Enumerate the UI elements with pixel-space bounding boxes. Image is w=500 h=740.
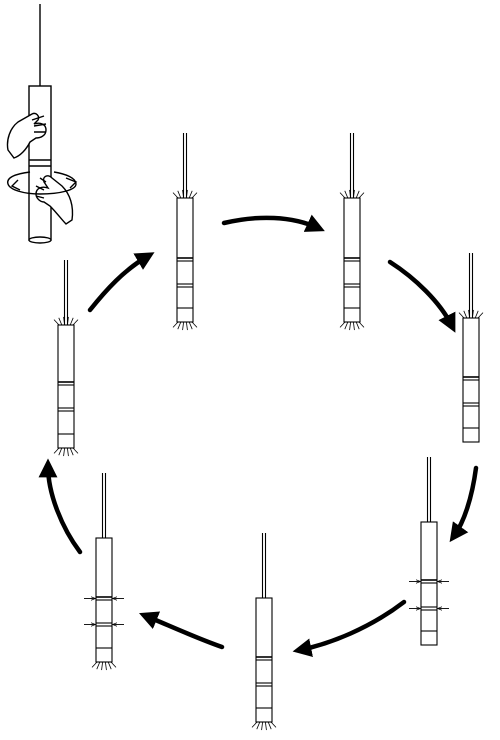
light-ray [186,321,188,331]
cycle-arrow-icon [38,458,83,555]
light-ray [172,321,179,328]
light-ray [110,661,117,668]
cycle-arrows [38,214,479,658]
light-ray [191,321,198,328]
light-ray [53,319,60,326]
rotate-arrow-icon [7,171,78,195]
light-ray [251,721,258,728]
light-ray [477,312,484,319]
lamp-4 [409,457,449,646]
cycle-arrow-icon [449,465,479,543]
light-ray [256,721,261,730]
light-ray [177,321,182,330]
light-ray [267,721,272,730]
light-ray [339,192,346,199]
light-ray [468,309,470,319]
hand-icon [35,175,74,225]
cycle-arrow-icon [387,259,456,333]
light-ray [63,316,65,326]
cycle-arrow-icon [292,599,407,658]
light-ray [355,321,360,330]
lamp-tube [57,324,75,449]
light-ray [182,189,184,199]
lamp-5 [251,533,277,731]
lamp-tube [343,197,361,323]
pendant-with-hands [6,4,78,244]
lamp-3 [458,253,484,443]
light-ray [188,321,193,330]
light-ray [91,661,98,668]
light-ray [105,661,107,671]
lamp-1 [172,133,198,331]
light-ray [186,189,188,199]
light-ray [265,721,267,731]
light-ray [261,721,263,731]
light-ray [270,721,277,728]
lamp-tube [176,197,194,323]
light-ray [53,447,60,454]
light-ray [58,447,63,456]
lamp-6 [84,473,124,671]
light-ray [69,317,74,326]
light-ray [58,317,63,326]
lamp-7 [53,260,79,457]
light-ray [182,321,184,331]
light-ray [101,661,103,671]
cycle-arrow-icon [87,252,155,313]
light-ray [353,189,355,199]
light-ray [349,321,351,331]
pendant-tube [28,85,52,241]
light-ray [358,321,365,328]
light-ray [472,309,474,319]
light-ray [339,321,346,328]
light-ray [474,310,479,319]
light-ray [191,192,198,199]
lamp-2 [339,133,365,331]
light-ray [458,312,465,319]
light-ray [63,447,65,457]
light-ray [107,661,112,670]
light-ray [96,661,101,670]
light-ray [188,190,193,199]
hand-icon [6,112,47,159]
light-ray [344,321,349,330]
cycle-arrow-icon [221,214,325,232]
light-ray [344,190,349,199]
light-ray [67,316,69,326]
light-ray [72,319,79,326]
light-ray [349,189,351,199]
lamp-states [53,133,484,731]
light-ray [358,192,365,199]
light-ray [172,192,179,199]
light-ray [463,310,468,319]
light-ray [72,447,79,454]
light-ray [177,190,182,199]
tube-bottom [28,236,52,244]
cycle-arrow-icon [139,611,225,650]
light-ray [67,447,69,457]
light-ray [355,190,360,199]
light-ray [69,447,74,456]
light-ray [353,321,355,331]
